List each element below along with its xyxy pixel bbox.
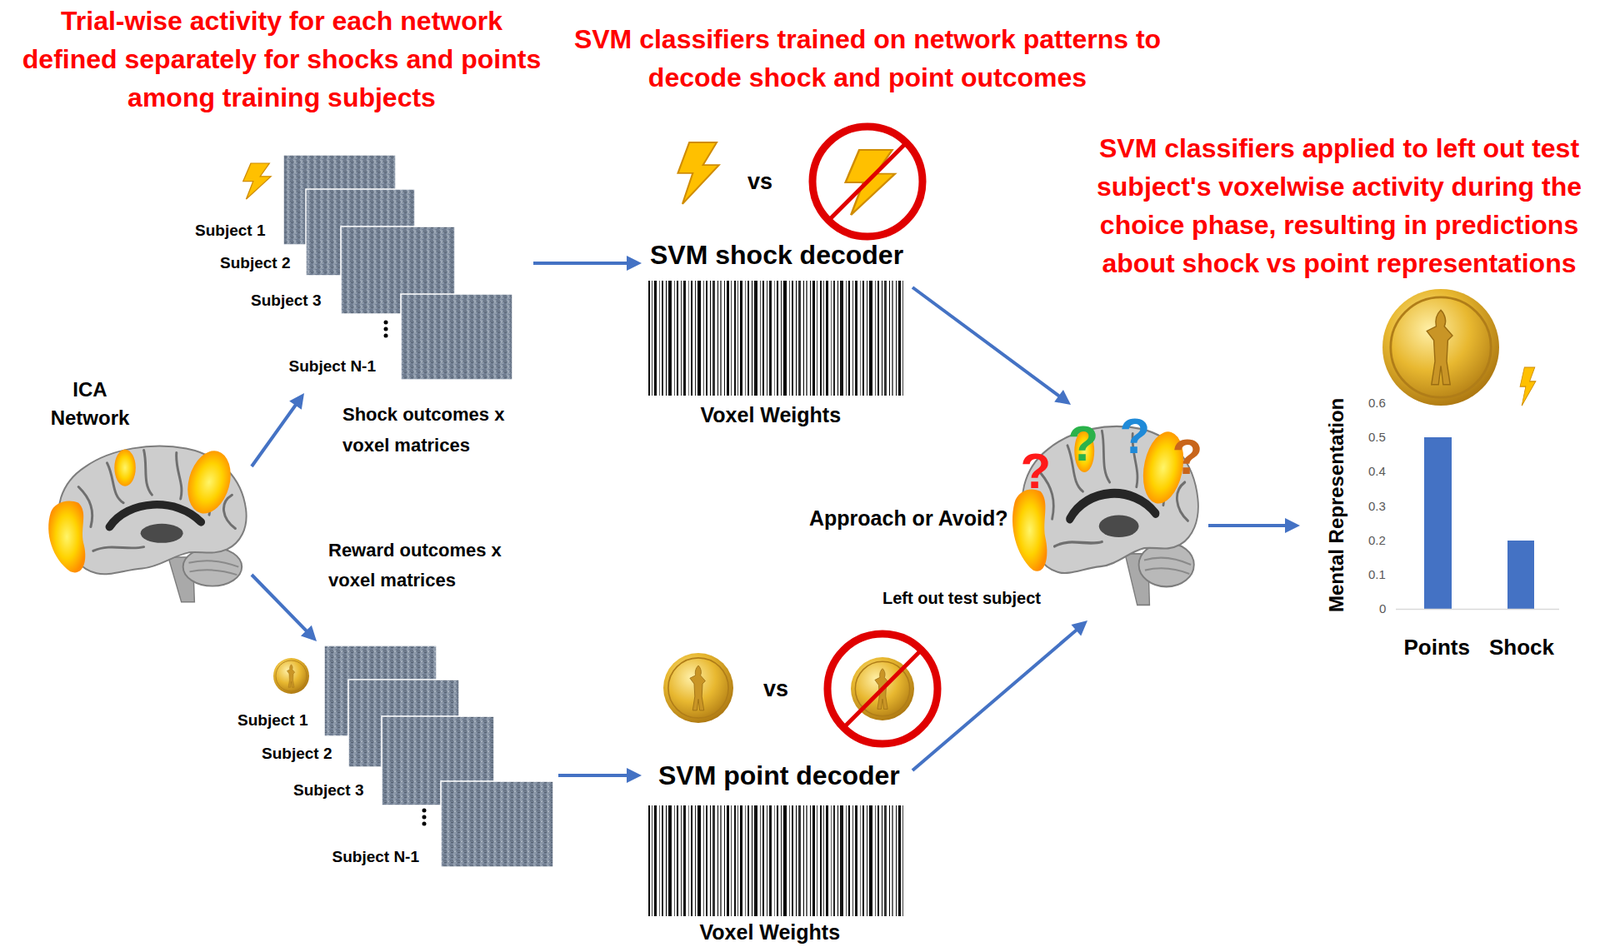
voxel-weight-barcode bbox=[646, 280, 905, 396]
arrow-line bbox=[251, 575, 308, 633]
ica-network: ICA Network bbox=[37, 370, 252, 613]
axis-title: Mental Representation bbox=[1325, 397, 1350, 612]
coin-icon bbox=[1382, 289, 1500, 406]
choice-question: Approach or Avoid? bbox=[809, 505, 1008, 531]
step-heading: Trial-wise activity for each network def… bbox=[13, 1, 551, 117]
no-symbol-slash bbox=[843, 650, 922, 729]
subject-label: Subject 3 bbox=[293, 781, 364, 801]
arrow-line bbox=[533, 261, 629, 265]
question-mark: ? bbox=[1172, 427, 1204, 488]
bar bbox=[1424, 437, 1452, 610]
arrow-line bbox=[1208, 524, 1287, 528]
weights-caption: Voxel Weights bbox=[700, 920, 841, 945]
subject-label: Subject 2 bbox=[261, 745, 332, 765]
step-heading: SVM classifiers trained on network patte… bbox=[550, 20, 1185, 97]
coin-icon bbox=[663, 653, 734, 724]
flow-arrow bbox=[912, 287, 1071, 405]
ellipsis-dot bbox=[422, 815, 427, 820]
bar-chart: Mental Representation 0.6 0.5 0.4 0.3 0.2 0.1 0… bbox=[1300, 391, 1580, 667]
category-label: Points bbox=[1404, 635, 1470, 661]
network-label: ICA Network bbox=[43, 375, 137, 433]
test-brain bbox=[1012, 426, 1199, 606]
step-heading: SVM classifiers applied to left out test… bbox=[1085, 129, 1594, 283]
matrix-caption: Reward outcomes x voxel matrices bbox=[328, 535, 516, 596]
reward-matrix-stack: Reward outcomes x voxel matrices bbox=[316, 533, 559, 871]
axis-tick: 0.6 bbox=[1368, 395, 1386, 411]
category-label: Shock bbox=[1489, 635, 1555, 661]
versus-label: vs bbox=[763, 675, 789, 703]
subject-label: Subject N-1 bbox=[332, 848, 420, 868]
shock-matrix-stack: Shock outcomes x voxel matrices bbox=[304, 150, 534, 463]
arrow-head bbox=[1054, 390, 1071, 405]
svm-decoder: SVM point decoderVoxel Weights bbox=[641, 756, 913, 951]
subject-label: Subject 1 bbox=[237, 711, 308, 731]
data-matrix bbox=[400, 294, 513, 380]
flow-arrow bbox=[912, 620, 1088, 771]
question-mark: ? bbox=[1020, 441, 1052, 502]
flow-arrow bbox=[251, 393, 305, 467]
subject-label: Subject 2 bbox=[220, 254, 290, 274]
axis-tick: 0 bbox=[1379, 601, 1386, 617]
axis-tick: 0.1 bbox=[1368, 567, 1386, 583]
chart-baseline bbox=[1395, 609, 1560, 611]
no-symbol bbox=[812, 126, 923, 237]
coin-icon bbox=[273, 658, 310, 695]
ellipsis-dot bbox=[422, 809, 427, 814]
flow-arrow bbox=[533, 255, 642, 271]
svm-decoder: SVM shock decoderVoxel Weights bbox=[641, 237, 913, 434]
question-mark: ? bbox=[1068, 414, 1100, 475]
axis-tick: 0.2 bbox=[1368, 533, 1386, 549]
lightning-icon bbox=[677, 142, 719, 205]
arrow-line bbox=[251, 404, 297, 467]
test-subject-brain: ???? Approach or Avoid? Left out test subj… bbox=[804, 405, 1209, 621]
data-matrix bbox=[440, 781, 554, 868]
decoder-title: SVM point decoder bbox=[658, 760, 900, 792]
flow-arrow bbox=[1208, 518, 1300, 534]
ellipsis-dot bbox=[422, 822, 427, 827]
arrow-head bbox=[626, 768, 642, 784]
axis-tick: 0.4 bbox=[1368, 464, 1386, 480]
weights-caption: Voxel Weights bbox=[700, 402, 842, 428]
question-mark: ? bbox=[1120, 406, 1151, 467]
arrow-head bbox=[1070, 620, 1088, 637]
ellipsis-dot bbox=[384, 334, 389, 339]
decoder-title: SVM shock decoder bbox=[650, 239, 904, 271]
no-symbol-slash bbox=[828, 142, 907, 221]
versus-label: vs bbox=[747, 168, 773, 195]
matrix-caption: Shock outcomes x voxel matrices bbox=[342, 399, 530, 461]
arrow-head bbox=[1285, 518, 1300, 534]
arrow-head bbox=[626, 255, 642, 271]
flow-arrow bbox=[251, 575, 317, 642]
arrow-line bbox=[558, 774, 629, 778]
axis-tick: 0.5 bbox=[1368, 430, 1386, 445]
arrow-line bbox=[912, 629, 1078, 771]
arrow-line bbox=[912, 287, 1060, 397]
flow-arrow bbox=[558, 768, 642, 784]
subject-label: Subject 3 bbox=[250, 291, 321, 311]
lightning-icon bbox=[1520, 367, 1536, 406]
voxel-weight-barcode bbox=[646, 805, 905, 917]
ellipsis-dot bbox=[384, 327, 389, 332]
bar bbox=[1507, 540, 1535, 610]
subject-label: Subject N-1 bbox=[289, 357, 377, 377]
subject-label: Subject 1 bbox=[195, 221, 265, 241]
lightning-icon bbox=[243, 163, 271, 200]
arrow-head bbox=[300, 625, 317, 642]
ellipsis-dot bbox=[384, 320, 389, 325]
subject-caption: Left out test subject bbox=[880, 588, 1044, 609]
arrow-head bbox=[289, 393, 305, 410]
ica-brain bbox=[48, 446, 246, 603]
no-symbol bbox=[827, 634, 938, 745]
axis-tick: 0.3 bbox=[1368, 499, 1386, 515]
